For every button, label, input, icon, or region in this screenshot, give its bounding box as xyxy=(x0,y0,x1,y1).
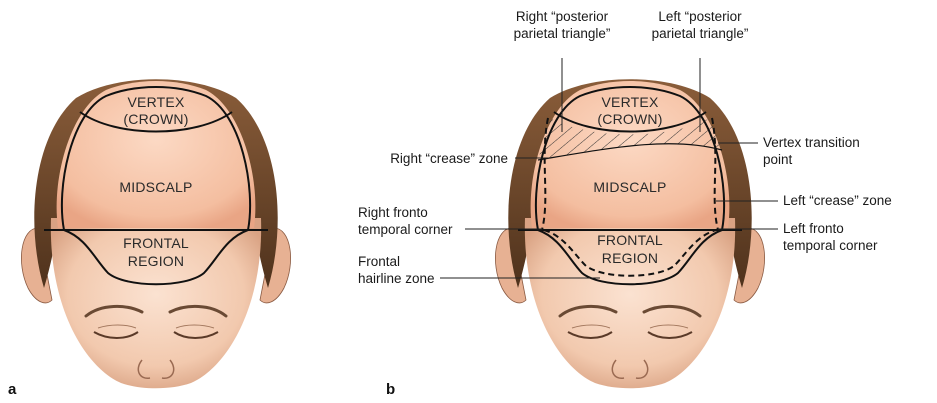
callout-right-fronto-1: Right fronto xyxy=(358,205,428,220)
b-frontal-label-2: REGION xyxy=(602,250,658,266)
a-frontal-label-1: FRONTAL xyxy=(123,235,189,251)
a-vertex-label-2: (CROWN) xyxy=(123,111,188,127)
panel-a-zones xyxy=(44,86,268,286)
callout-left-posterior-2: parietal triangle” xyxy=(652,26,749,41)
a-frontal-label-2: REGION xyxy=(128,253,184,269)
callout-left-fronto-1: Left fronto xyxy=(783,221,844,236)
b-midscalp-label: MIDSCALP xyxy=(593,179,666,195)
callout-right-posterior-1: Right “posterior xyxy=(516,9,609,24)
callout-right-crease: Right “crease” zone xyxy=(390,151,508,166)
b-vertex-label-1: VERTEX xyxy=(602,94,659,110)
callout-vertex-transition-1: Vertex transition xyxy=(763,135,860,150)
callout-left-crease: Left “crease” zone xyxy=(783,193,892,208)
callout-left-posterior-1: Left “posterior xyxy=(658,9,742,24)
callout-left-fronto-2: temporal corner xyxy=(783,238,878,253)
b-vertex-label-2: (CROWN) xyxy=(597,111,662,127)
callout-right-posterior-2: parietal triangle” xyxy=(514,26,611,41)
panel-b-zones xyxy=(518,86,742,286)
callout-leaders xyxy=(440,58,778,279)
callout-frontal-hairline-2: hairline zone xyxy=(358,271,435,286)
callout-right-fronto-2: temporal corner xyxy=(358,222,453,237)
callout-vertex-transition-2: point xyxy=(763,152,793,167)
panel-label-b: b xyxy=(386,381,395,398)
callout-frontal-hairline-1: Frontal xyxy=(358,254,400,269)
b-frontal-label-1: FRONTAL xyxy=(597,232,663,248)
a-vertex-label-1: VERTEX xyxy=(128,94,185,110)
a-midscalp-label: MIDSCALP xyxy=(119,179,192,195)
panel-label-a: a xyxy=(8,381,17,398)
